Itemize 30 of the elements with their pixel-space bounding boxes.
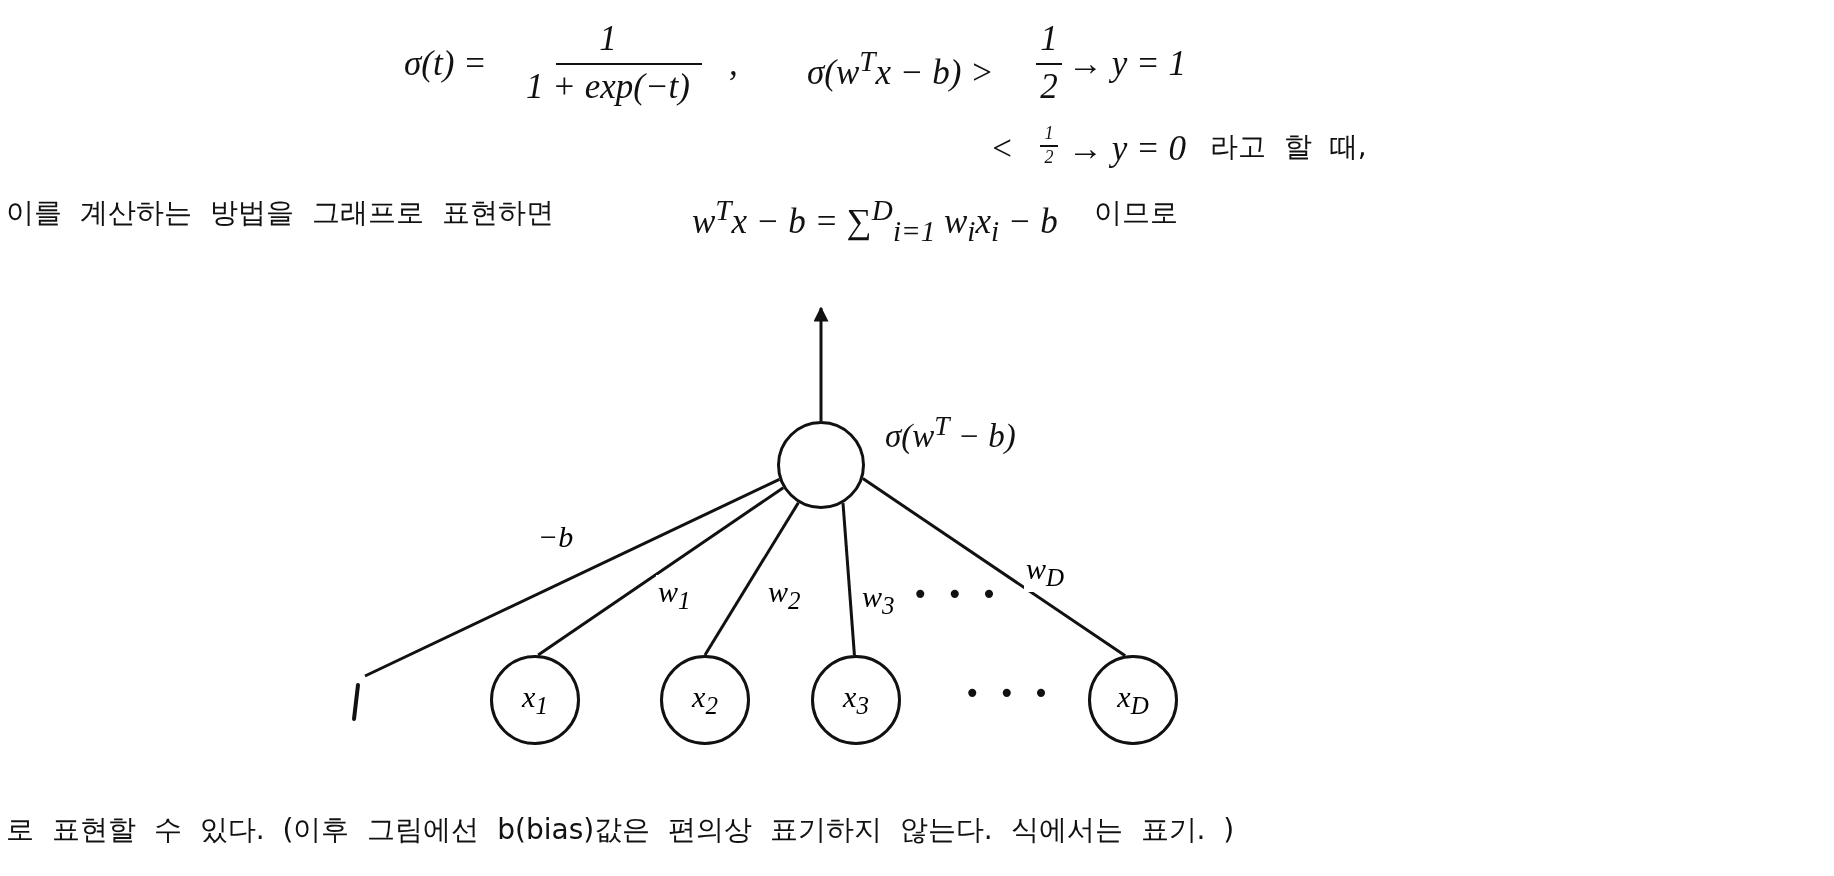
connector-line xyxy=(537,486,785,657)
connector-line xyxy=(703,501,800,656)
ellipsis: • • • xyxy=(964,679,1050,710)
connector-line xyxy=(862,477,1127,657)
activation-formula: σ(w$^{T}$ − b) xyxy=(885,411,1016,455)
denominator: 2 xyxy=(1040,68,1058,107)
denominator: 2 xyxy=(1044,148,1054,168)
node-label: x$_{D}$ xyxy=(1117,680,1149,720)
numerator: 1 xyxy=(1040,20,1058,59)
denominator: 1 + exp(−t) xyxy=(526,68,690,107)
body-text: 라고 할 때, xyxy=(1210,132,1367,163)
formula-text: → y = 1 xyxy=(1068,45,1186,84)
body-text: 이를 계산하는 방법을 그래프로 표현하면 xyxy=(6,198,554,229)
numerator: 1 xyxy=(599,20,617,59)
numerator: 1 xyxy=(1044,124,1054,144)
ellipsis: • • • xyxy=(912,580,998,611)
body-text: 이므로 xyxy=(1094,198,1178,229)
connector-line xyxy=(841,503,856,656)
body-text: 로 표현할 수 있다. (이후 그림에선 b(bias)값은 편의상 표기하지 않는다. 식에서는 표기. ) xyxy=(6,815,1235,846)
separator: , xyxy=(729,45,738,84)
node-label: x$_{1}$ xyxy=(522,680,548,720)
node-label: x$_{2}$ xyxy=(692,680,718,720)
formula-text: < xyxy=(990,130,1014,169)
formula-text: σ(w$^{T}$x − b) > xyxy=(807,45,994,93)
formula-text: w$^{T}$x − b = ∑$^{D}$$_{i=1}$ w$_{i}$x$_{i}$ − b xyxy=(692,194,1058,247)
connector-line xyxy=(364,477,781,678)
formula-text: → y = 0 xyxy=(1068,130,1186,169)
formula-text: σ(t) = xyxy=(404,45,487,84)
arrow xyxy=(813,306,829,421)
node-label: x$_{3}$ xyxy=(843,680,869,720)
